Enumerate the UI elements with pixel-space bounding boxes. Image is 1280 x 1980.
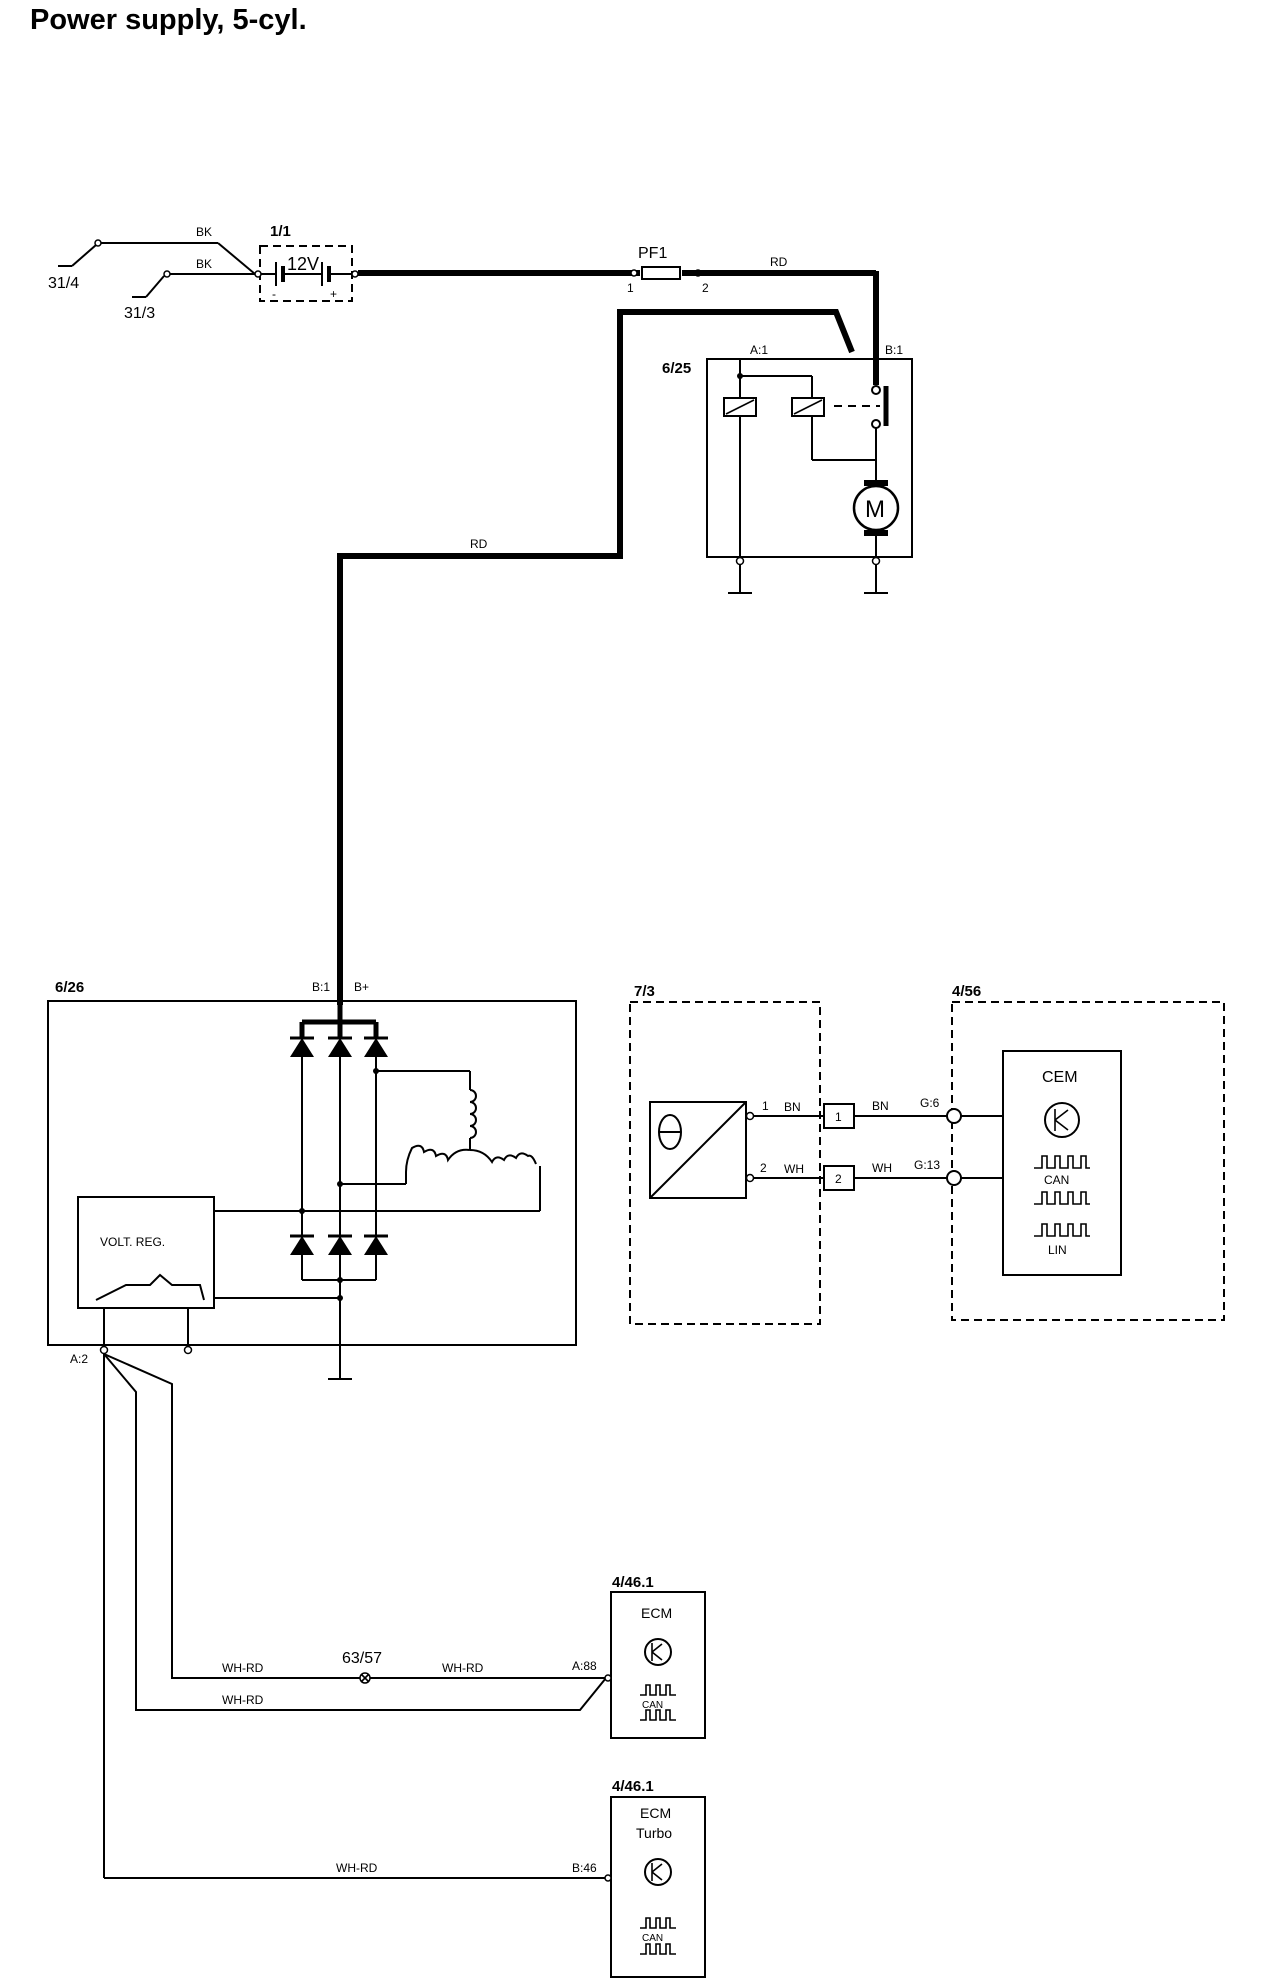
ecm-turbo-name: ECM [640, 1805, 671, 1821]
relay-id: 6/25 [662, 360, 691, 377]
connector-1: 1 [835, 1110, 842, 1124]
wire-label-whrd: WH-RD [442, 1661, 484, 1675]
wire-label-bk: BK [196, 257, 212, 271]
wire-label-bn: BN [872, 1099, 889, 1113]
splice-id: 63/57 [342, 1650, 382, 1667]
wire-label-wh: WH [784, 1162, 804, 1176]
ground-31-4: 31/4 BK [48, 225, 256, 292]
fuse-pf1 [641, 266, 681, 280]
ecm-turbo-pin-b46: B:46 [572, 1861, 597, 1875]
ecm-turbo-sub: Turbo [636, 1825, 672, 1841]
cem-module: 4/56 G:6 G:13 CEM CAN LIN [914, 983, 1225, 1321]
sensor-7-3: 7/3 1 2 BN WH [629, 983, 824, 1325]
ground-31-3: 31/3 BK [124, 257, 256, 322]
alternator-pin-bplus: B+ [354, 980, 369, 994]
cem-pin-g6: G:6 [920, 1096, 940, 1110]
cem-pin-g13: G:13 [914, 1158, 940, 1172]
ecm-module: 4/46.1 A:88 ECM CAN [572, 1574, 706, 1739]
ecm-turbo-id: 4/46.1 [612, 1778, 654, 1795]
regulator-label: VOLT. REG. [100, 1235, 165, 1249]
battery: 1/1 12V - + [254, 223, 359, 302]
battery-plus: + [330, 287, 337, 301]
cem-lin: LIN [1048, 1243, 1067, 1257]
ecm-turbo-can: CAN [642, 1933, 663, 1944]
cem-can: CAN [1044, 1173, 1069, 1187]
wire-label-whrd: WH-RD [336, 1861, 378, 1875]
fuse-id: PF1 [638, 245, 667, 262]
wire-label-wh: WH [872, 1161, 892, 1175]
fuse-pin-1: 1 [627, 281, 634, 295]
sensor-pin-1: 1 [762, 1099, 769, 1113]
cem-name: CEM [1042, 1069, 1078, 1086]
page-title: Power supply, 5-cyl. [30, 4, 307, 36]
alternator-id: 6/26 [55, 979, 84, 996]
sensor-pin-2: 2 [760, 1161, 767, 1175]
motor-label: M [865, 496, 885, 523]
alternator-pin-a2: A:2 [70, 1352, 88, 1366]
wire-label-bn: BN [784, 1100, 801, 1114]
ecm-id: 4/46.1 [612, 1574, 654, 1591]
main-feed: PF1 1 2 RD RD [337, 245, 879, 1005]
sensor-id: 7/3 [634, 983, 655, 1000]
cem-id: 4/56 [952, 983, 981, 1000]
wire-label-whrd: WH-RD [222, 1693, 264, 1707]
ecm-name: ECM [641, 1605, 672, 1621]
connector-2: 2 [835, 1172, 842, 1186]
relay-pin-a1: A:1 [750, 343, 768, 357]
relay-pin-b1: B:1 [885, 343, 903, 357]
fan-relay: 6/25 A:1 B:1 M [662, 343, 913, 594]
whrd-wires: 63/57 WH-RD WH-RD WH-RD WH-RD [103, 1353, 607, 1879]
ecm-can: CAN [642, 1700, 663, 1711]
alternator: 6/26 B:1 B+ [47, 979, 577, 1380]
ecm-pin-a88: A:88 [572, 1659, 597, 1673]
alternator-pin-b1: B:1 [312, 980, 330, 994]
ground-label-31-4: 31/4 [48, 275, 79, 292]
battery-minus: - [272, 287, 276, 301]
fuse-pin-2: 2 [702, 281, 709, 295]
inline-connectors: 1 2 BN WH [823, 1099, 948, 1191]
battery-voltage: 12V [287, 254, 319, 274]
wire-label-rd: RD [470, 537, 488, 551]
wire-label-bk: BK [196, 225, 212, 239]
ground-label-31-3: 31/3 [124, 305, 155, 322]
wire-label-whrd: WH-RD [222, 1661, 264, 1675]
wire-label-rd: RD [770, 255, 788, 269]
ecm-turbo-module: 4/46.1 B:46 ECM Turbo CAN [572, 1778, 706, 1978]
battery-id: 1/1 [270, 223, 291, 240]
